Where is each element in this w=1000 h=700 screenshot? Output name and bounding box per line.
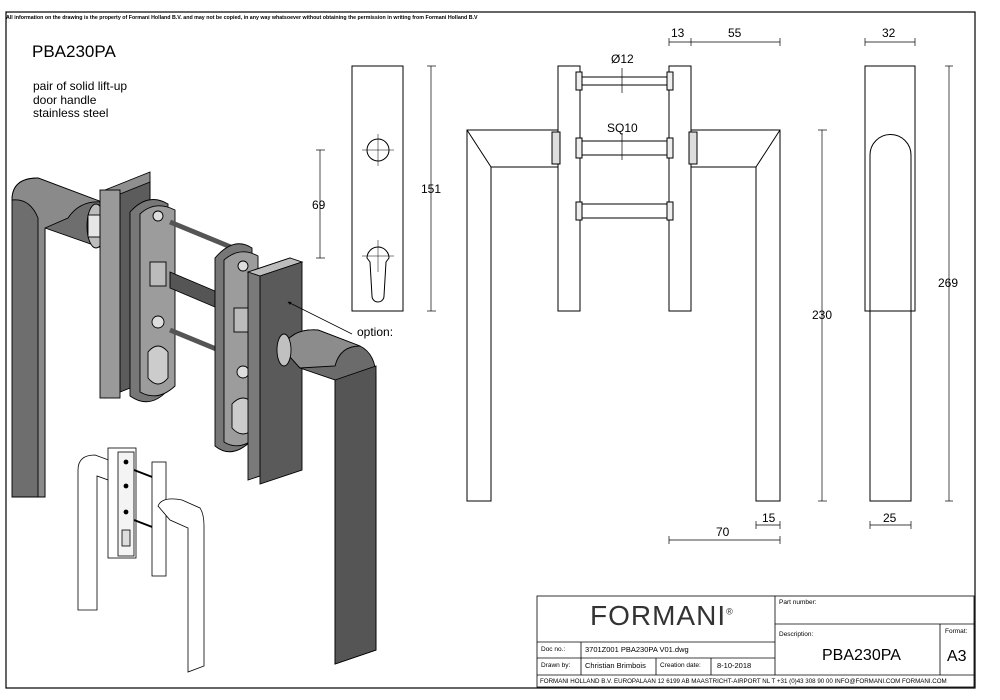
option-label: option:: [357, 325, 394, 339]
dimension-70: 70: [716, 525, 730, 539]
dimension-lines-front: [621, 38, 827, 544]
doc-no-label: Doc no.:: [541, 646, 566, 653]
dimension-13: 13: [671, 26, 685, 40]
company-footer: FORMANI HOLLAND B.V. EUROPALAAN 12 6199 …: [540, 678, 947, 685]
description-line: stainless steel: [33, 106, 109, 120]
dimension-diameter-12: Ø12: [611, 52, 634, 66]
format-value: A3: [947, 648, 967, 665]
side-view: [864, 65, 916, 502]
dimension-151: 151: [421, 182, 442, 196]
front-elevation-view: [466, 65, 781, 502]
dimension-269: 269: [938, 276, 959, 290]
dimension-lines-plate: [316, 65, 436, 312]
escutcheon-plate-view: [351, 65, 404, 312]
sheet-border: [5, 11, 976, 689]
drawn-by-label: Drawn by:: [541, 662, 571, 669]
dimension-lines-side: [864, 38, 953, 529]
isometric-outline-view: [77, 447, 205, 673]
dimension-15: 15: [762, 511, 776, 525]
format-label: Format:: [945, 628, 968, 635]
dimension-69: 69: [312, 198, 326, 212]
doc-no-value: 3701Z001 PBA230PA V01.dwg: [585, 645, 689, 654]
description-label: Description:: [779, 631, 814, 638]
dimension-32: 32: [882, 26, 896, 40]
creation-date-value: 8-10-2018: [717, 661, 752, 670]
title-block: [536, 595, 975, 688]
dimension-230: 230: [812, 308, 833, 322]
brand-logo: FORMANI®: [590, 600, 734, 631]
dimension-sq10: SQ10: [607, 121, 638, 135]
drawing-description: pair of solid lift-up door handle stainl…: [33, 79, 128, 121]
dimension-25: 25: [883, 511, 897, 525]
isometric-exploded-view: [11, 171, 377, 665]
description-value: PBA230PA: [822, 647, 901, 664]
description-line: pair of solid lift-up: [33, 79, 128, 93]
option-leader-line: [287, 301, 353, 335]
drawn-by-value: Christian Brimbois: [585, 661, 646, 670]
part-number-label: Part number:: [779, 599, 817, 606]
dimension-55: 55: [728, 26, 742, 40]
description-line: door handle: [33, 92, 97, 107]
drawing-title: PBA230PA: [32, 42, 116, 61]
creation-date-label: Creation date:: [660, 662, 701, 669]
copyright-notice: All information on the drawing is the pr…: [6, 15, 478, 21]
